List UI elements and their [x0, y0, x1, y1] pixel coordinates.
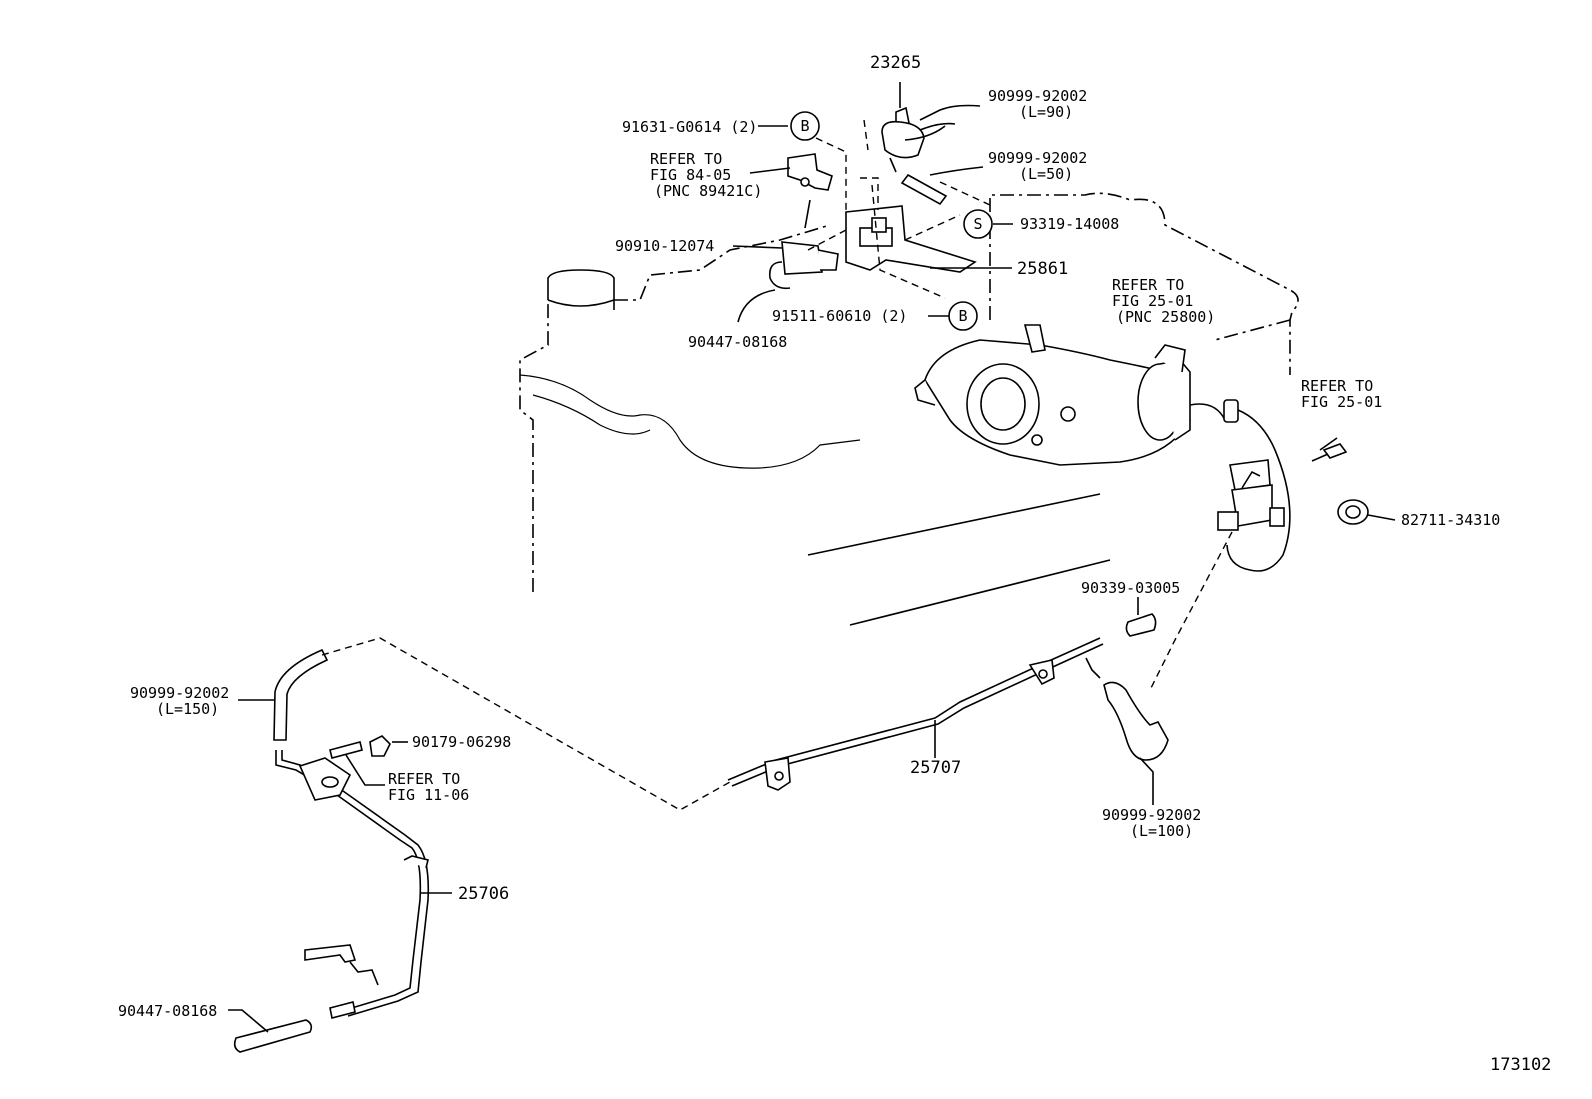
label-25861: 25861 [1017, 259, 1068, 279]
leader-lines [228, 82, 1396, 1033]
bracket-25861 [845, 205, 977, 273]
label-refer1106-line2: FIG 11-06 [388, 786, 469, 804]
marker-b-bottom: B [948, 301, 978, 331]
pressure-sensor-23265 [881, 106, 956, 173]
label-90999-l150: 90999-92002 [130, 684, 229, 702]
label-refer2501a-line1: REFER TO [1112, 276, 1184, 294]
label-refer84-line1: REFER TO [650, 150, 722, 168]
label-90999-l90-length: (L=90) [1019, 103, 1073, 121]
label-90999-l50: 90999-92002 [988, 149, 1087, 167]
clamp-82711 [1337, 499, 1369, 525]
label-90999-l50-length: (L=50) [1019, 165, 1073, 183]
marker-b-top-label: B [800, 117, 809, 135]
label-91631: 91631-G0614 (2) [622, 118, 757, 136]
vsv-valve [1217, 459, 1285, 531]
label-90447-top: 90447-08168 [688, 333, 787, 351]
label-refer2501a-line2: FIG 25-01 [1112, 292, 1193, 310]
hose-l50 [900, 173, 948, 206]
label-23265: 23265 [870, 53, 921, 73]
label-refer84-line2: FIG 84-05 [650, 166, 731, 184]
marker-s: S [963, 209, 993, 239]
label-90999-l90: 90999-92002 [988, 87, 1087, 105]
vsv-90910 [768, 241, 839, 290]
bolt-right [1311, 443, 1348, 462]
label-refer1106-line1: REFER TO [388, 770, 460, 788]
label-refer84-line3: (PNC 89421C) [654, 182, 762, 200]
label-90999-l150-length: (L=150) [156, 700, 219, 718]
pipe-25707 [727, 637, 1104, 791]
label-refer2501b-line1: REFER TO [1301, 377, 1373, 395]
label-91511: 91511-60610 (2) [772, 307, 907, 325]
dashed-boundary-lower [321, 531, 1233, 811]
label-90339: 90339-03005 [1081, 579, 1180, 597]
callout-labels: 23265 90999-92002 (L=90) 90999-92002 (L=… [118, 53, 1551, 1075]
label-refer2501b-line2: FIG 25-01 [1301, 393, 1382, 411]
marker-b-bottom-label: B [958, 307, 967, 325]
hose-l100 [1103, 681, 1169, 761]
label-refer2501a-line3: (PNC 25800) [1116, 308, 1215, 326]
marker-b-top: B [790, 111, 820, 141]
label-90910: 90910-12074 [615, 237, 714, 255]
label-82711: 82711-34310 [1401, 511, 1500, 529]
hose-90339 [1125, 613, 1157, 637]
label-90999-l100-length: (L=100) [1130, 822, 1193, 840]
hose-90447-bottom [233, 1019, 313, 1053]
diagram-id: 173102 [1490, 1055, 1551, 1075]
marker-s-label: S [973, 215, 982, 233]
engine-block-outline [519, 192, 1299, 626]
label-90999-l100: 90999-92002 [1102, 806, 1201, 824]
label-90179: 90179-06298 [412, 733, 511, 751]
tube-25706 [273, 648, 430, 1019]
sensor-89421c [787, 153, 833, 229]
label-25707: 25707 [910, 758, 961, 778]
label-25706: 25706 [458, 884, 509, 904]
stud-90179 [329, 735, 391, 759]
throttle-body-assembly [914, 324, 1291, 572]
label-90447-bottom: 90447-08168 [118, 1002, 217, 1020]
label-93319: 93319-14008 [1020, 215, 1119, 233]
dashed-leaders-upper [807, 119, 991, 299]
